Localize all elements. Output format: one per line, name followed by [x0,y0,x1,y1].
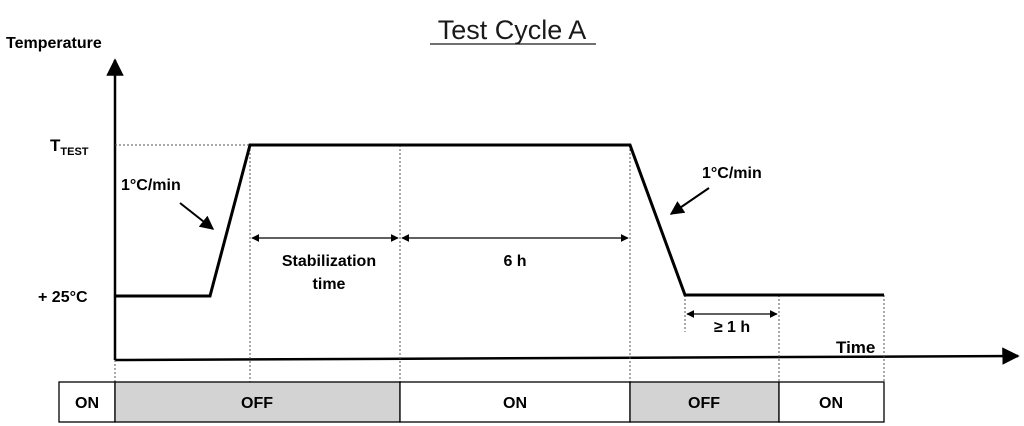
state-cell-5 [778,381,885,423]
ambient-temp-label: + 25°C [38,289,88,306]
state-cell-1 [58,381,116,423]
state-label-3: ON [503,395,527,412]
stabilization-label-line1: Stabilization [282,253,376,270]
x-axis-label: Time [836,338,875,357]
t-test-label: TTEST [50,136,89,158]
ramp-down-pointer [669,187,710,215]
state-label-4: OFF [688,395,720,412]
stabilization-label-line2: time [313,276,346,293]
temperature-profile [115,143,884,298]
x-axis [114,347,1020,365]
y-axis-label: Temperature [6,35,102,52]
ramp-up-rate-label: 1°C/min [121,177,181,194]
diagram-title: Test Cycle A [438,15,587,45]
state-bar: ON OFF ON OFF ON [58,381,885,423]
state-cell-2 [114,381,401,423]
hold-duration-label: 6 h [503,253,526,270]
cooldown-duration-label: ≥ 1 h [714,319,750,336]
state-label-2: OFF [241,395,273,412]
ramp-up-pointer [179,202,215,230]
state-label-1: ON [75,395,99,412]
state-label-5: ON [819,395,843,412]
ramp-down-rate-label: 1°C/min [702,165,762,182]
